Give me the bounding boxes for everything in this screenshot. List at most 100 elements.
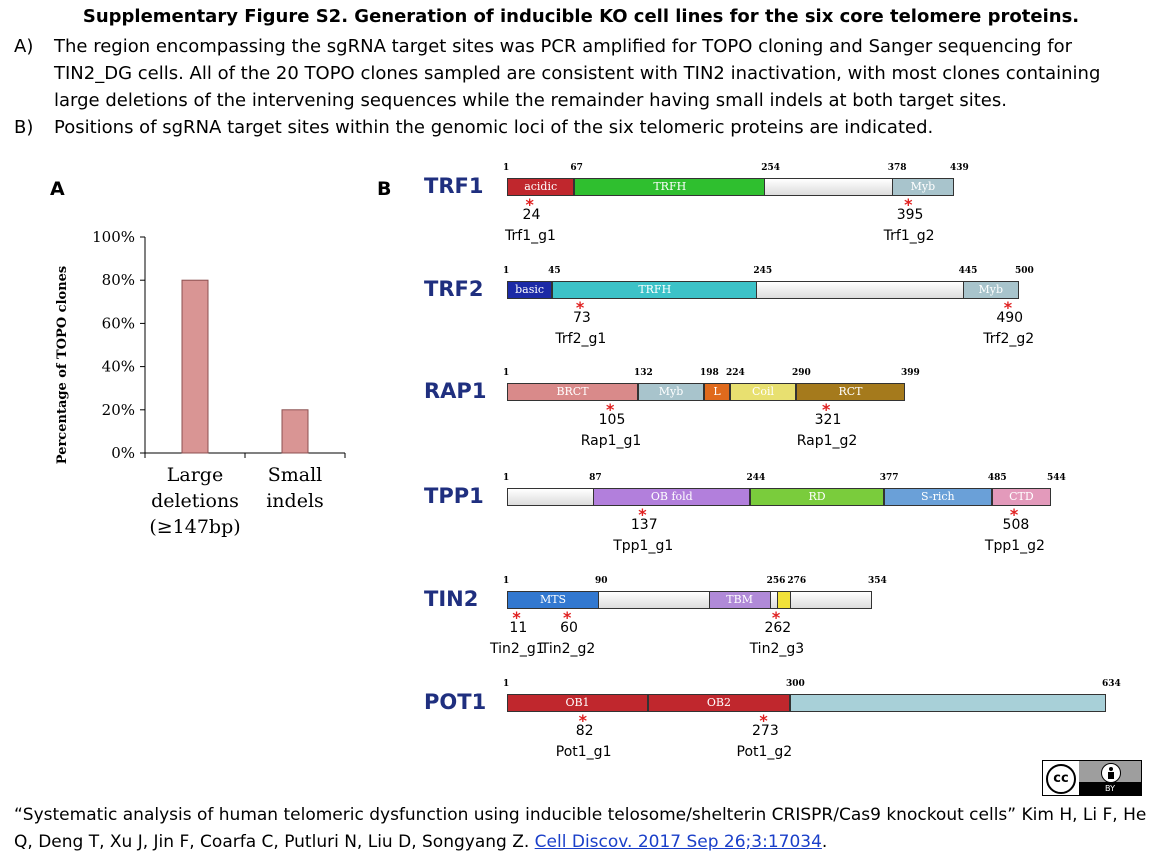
person-icon	[1101, 763, 1121, 783]
position-tick: 276	[787, 576, 807, 586]
sgrna-site-star: *	[1009, 505, 1019, 524]
position-tick: 90	[595, 576, 608, 586]
position-tick: 377	[879, 473, 899, 483]
domain-box: S-rich	[883, 488, 992, 506]
position-tick: 256	[766, 576, 786, 586]
sgrna-site-position: 508	[1002, 517, 1030, 533]
domain-box: MTS	[507, 591, 600, 609]
sgrna-site-star: *	[525, 195, 534, 214]
sgrna-site-position: 137	[630, 517, 658, 533]
position-tick: 45	[548, 266, 561, 276]
domain-label: RD	[808, 490, 826, 503]
bar-0	[181, 279, 209, 454]
domain-label: S-rich	[920, 490, 955, 503]
domain-label: OB2	[706, 696, 731, 709]
sgrna-site-star: *	[759, 711, 768, 730]
domain-box: Myb	[638, 383, 704, 401]
domain-box: Myb	[962, 281, 1019, 299]
x-category-label: (≥147bp)	[149, 516, 240, 538]
domain-label: TBM	[726, 593, 753, 606]
x-category-label: deletions	[151, 490, 239, 512]
bar-1	[281, 409, 309, 454]
domain-box: TBM	[708, 591, 771, 609]
domain-box: Coil	[730, 383, 796, 401]
position-tick: 1	[503, 163, 510, 173]
sgrna-site-position: 490	[996, 310, 1024, 326]
paragraph-b: B) Positions of sgRNA target sites withi…	[14, 114, 1154, 141]
sgrna-name: Pot1_g2	[736, 744, 793, 760]
sgrna-site-position: 11	[509, 620, 528, 636]
position-tick: 1	[503, 266, 510, 276]
y-tick-label: 20%	[102, 401, 135, 419]
domain-label: TRFH	[653, 180, 687, 193]
position-tick: 224	[726, 368, 745, 378]
domain-label: CTD	[1009, 490, 1034, 503]
domain-box: BRCT	[507, 383, 638, 401]
paragraph-a-label: A)	[14, 36, 34, 57]
position-tick: 1	[503, 576, 510, 586]
position-tick: 300	[785, 679, 805, 689]
sgrna-name: Rap1_g2	[796, 433, 858, 449]
domain-box: basic	[507, 281, 553, 299]
position-tick: 1	[503, 368, 510, 378]
domain-label: OB1	[565, 696, 590, 709]
by-icon: BY	[1079, 761, 1141, 795]
position-tick: 290	[792, 368, 811, 378]
citation-link[interactable]: Cell Discov. 2017 Sep 26;3:17034	[534, 832, 822, 852]
position-tick: 1	[503, 679, 510, 689]
y-tick-label: 80%	[102, 271, 135, 289]
domain-label: Coil	[751, 385, 775, 398]
bar-chart: 0%20%40%60%80%100%Largedeletions(≥147bp)…	[55, 228, 346, 538]
y-tick-label: 40%	[102, 358, 135, 376]
position-tick: 399	[901, 368, 920, 378]
paragraph-b-label: B)	[14, 117, 34, 138]
domain-box: Myb	[891, 178, 954, 196]
domain-box: TRFH	[552, 281, 758, 299]
position-tick: 1	[503, 473, 510, 483]
x-category-label: Small	[268, 464, 323, 486]
sgrna-name: Tpp1_g2	[984, 538, 1045, 554]
citation-end: .	[821, 832, 828, 852]
cc-by-license-badge: cc BY	[1042, 760, 1142, 796]
position-tick: 354	[868, 576, 887, 586]
domain-label: RCT	[838, 385, 863, 398]
sgrna-site-star: *	[575, 298, 585, 317]
citation: “Systematic analysis of human telomeric …	[14, 802, 1149, 856]
position-tick: 67	[570, 163, 583, 173]
domain-box	[789, 694, 1106, 712]
domain-label: Myb	[978, 283, 1004, 296]
domain-box: CTD	[991, 488, 1051, 506]
sgrna-name: Rap1_g1	[580, 433, 642, 449]
citation-text: “Systematic analysis of human telomeric …	[14, 805, 1147, 852]
sgrna-site-star: *	[771, 608, 781, 627]
sgrna-site-star: *	[578, 711, 588, 730]
position-tick: 378	[887, 163, 907, 173]
sgrna-site-star: *	[638, 505, 647, 524]
panel-b-label: B	[377, 178, 392, 200]
domain-label: acidic	[524, 180, 558, 193]
position-tick: 198	[700, 368, 719, 378]
paragraph-a: A) The region encompassing the sgRNA tar…	[14, 33, 1154, 114]
paragraph-b-text: Positions of sgRNA target sites within t…	[54, 117, 934, 138]
x-category-label: Large	[167, 464, 223, 486]
sgrna-site-star: *	[606, 400, 615, 419]
sgrna-site-position: 60	[560, 620, 578, 636]
position-tick: 244	[746, 473, 766, 483]
y-tick-label: 100%	[92, 228, 135, 246]
domain-label: L	[713, 385, 721, 398]
sgrna-site-position: 24	[522, 207, 541, 223]
domain-box: RD	[750, 488, 884, 506]
sgrna-site-star: *	[1003, 298, 1013, 317]
domain-box: OB2	[647, 694, 790, 712]
sgrna-site-position: 82	[575, 723, 594, 739]
domain-box: acidic	[507, 178, 575, 196]
domain-box: TRFH	[574, 178, 766, 196]
sgrna-name: Tin2_g2	[540, 641, 596, 657]
position-tick: 634	[1102, 679, 1121, 689]
sgrna-name: Trf2_g1	[555, 331, 607, 347]
position-tick: 245	[753, 266, 773, 276]
sgrna-name: Trf1_g1	[505, 228, 556, 244]
sgrna-site-position: 395	[896, 207, 924, 223]
domain-box: L	[704, 383, 730, 401]
sgrna-site-star: *	[563, 608, 572, 627]
